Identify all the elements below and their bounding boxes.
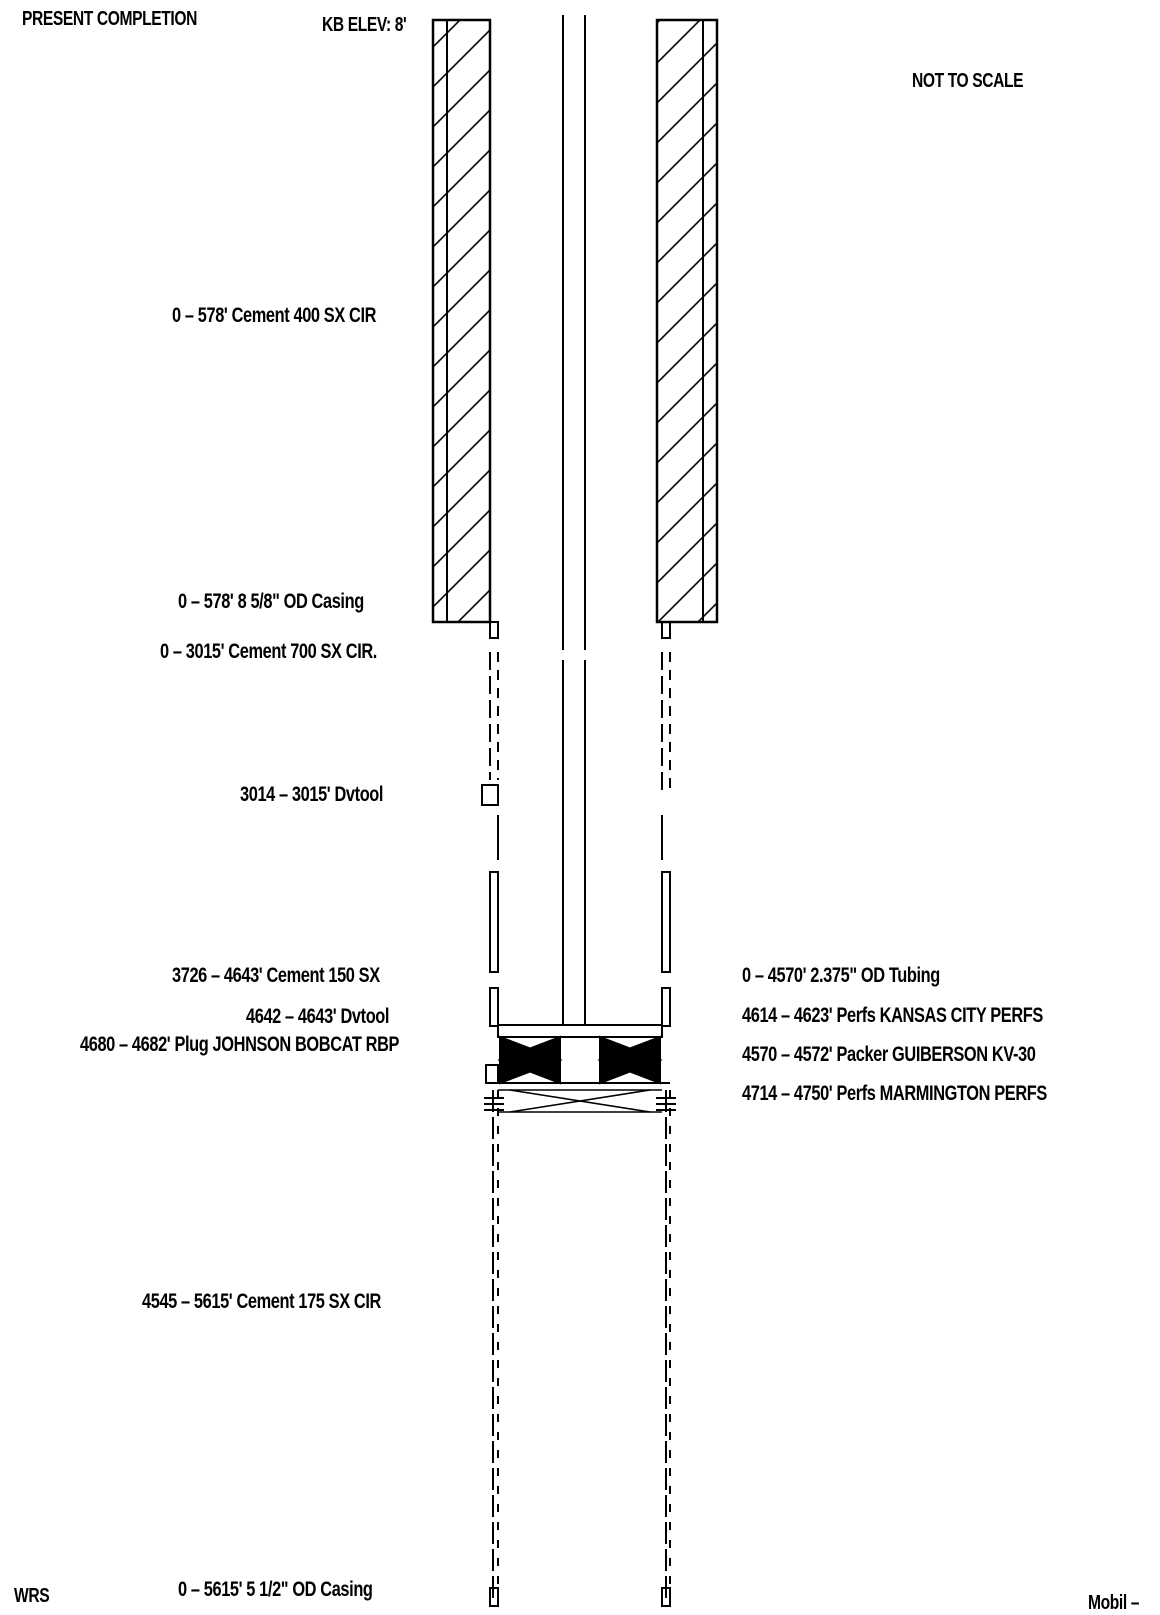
kb-elevation: KB ELEV: 8' [322, 14, 407, 36]
label-production-casing: 0 – 5615' 5 1/2" OD Casing [178, 1578, 373, 1601]
surface-cement-left [431, 18, 492, 624]
label-cement-175sx: 4545 – 5615' Cement 175 SX CIR [142, 1290, 381, 1313]
label-cement-400sx: 0 – 578' Cement 400 SX CIR [172, 304, 377, 327]
label-packer: 4570 – 4572' Packer GUIBERSON KV-30 [742, 1043, 1036, 1066]
label-dvtool-3014: 3014 – 3015' Dvtool [240, 783, 384, 806]
production-casing-right [656, 621, 676, 1607]
surface-cement-right [655, 18, 719, 624]
label-cement-150sx: 3726 – 4643' Cement 150 SX [172, 964, 380, 987]
bridge-plug [498, 1089, 662, 1113]
drafter-initials: WRS [14, 1585, 50, 1607]
production-casing-left [481, 621, 504, 1607]
scale-note: NOT TO SCALE [912, 70, 1024, 92]
packer [497, 1024, 670, 1085]
label-cement-700sx: 0 – 3015' Cement 700 SX CIR. [160, 640, 377, 663]
tubing [562, 15, 586, 1035]
label-plug-rbp: 4680 – 4682' Plug JOHNSON BOBCAT RBP [80, 1033, 400, 1056]
label-dvtool-4642: 4642 – 4643' Dvtool [246, 1005, 390, 1028]
label-tubing: 0 – 4570' 2.375" OD Tubing [742, 964, 940, 987]
label-perfs-marmington: 4714 – 4750' Perfs MARMINGTON PERFS [742, 1082, 1047, 1105]
diagram-title: PRESENT COMPLETION [22, 8, 198, 30]
label-surface-casing: 0 – 578' 8 5/8" OD Casing [178, 590, 364, 613]
company-name: Mobil – [1088, 1592, 1140, 1614]
label-perfs-kansas-city: 4614 – 4623' Perfs KANSAS CITY PERFS [742, 1004, 1043, 1027]
